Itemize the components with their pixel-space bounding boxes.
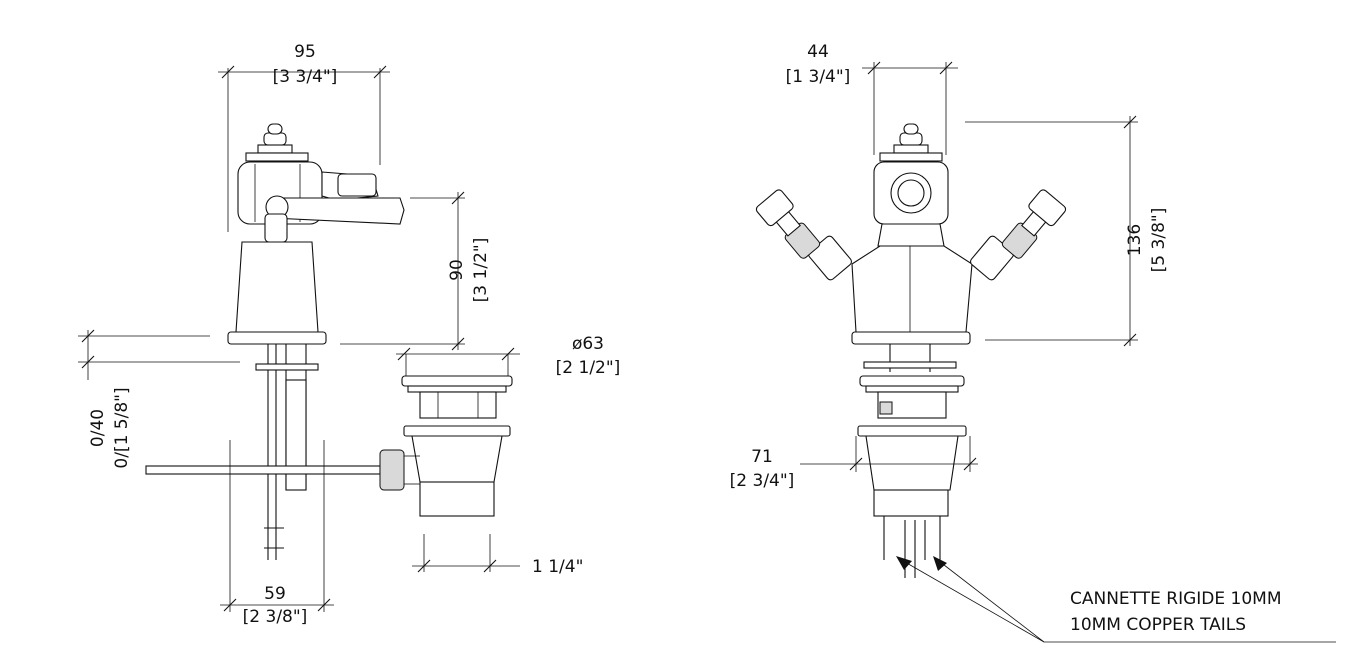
front-width-in: [1 3/4"]: [786, 67, 851, 87]
front-lower-mm: 71: [751, 447, 773, 467]
front-view-tap: [755, 123, 1067, 578]
side-height-mm: 90: [447, 259, 467, 281]
side-view-dimensions: [78, 65, 465, 612]
note-line-1: CANNETTE RIGIDE 10MM: [1070, 589, 1282, 609]
side-width-in: [3 3/4"]: [273, 67, 338, 87]
note-leaders: [896, 556, 1336, 643]
note-line-2: 10MM COPPER TAILS: [1070, 615, 1246, 635]
side-height-in: [3 1/2"]: [471, 238, 491, 303]
side-thickness-in: 0/[1 5/8"]: [112, 387, 132, 468]
side-view-tap: [145, 123, 405, 560]
front-view-dimensions: [800, 61, 1138, 472]
side-thickness-mm: 0/40: [88, 409, 108, 447]
waste-diameter-mm: ø63: [572, 334, 604, 354]
waste-diameter-in: [2 1/2"]: [556, 358, 621, 378]
front-height-mm: 136: [1125, 224, 1145, 256]
waste-outlet-size: 1 1/4": [532, 557, 583, 577]
side-width-mm: 95: [294, 42, 316, 62]
side-base-mm: 59: [264, 584, 286, 604]
front-lower-in: [2 3/4"]: [730, 471, 795, 491]
front-width-mm: 44: [807, 42, 829, 62]
side-base-in: [2 3/8"]: [243, 607, 308, 627]
front-height-in: [5 3/8"]: [1149, 208, 1169, 273]
waste-dimensions: [396, 347, 520, 573]
waste-fitting: [379, 375, 513, 517]
